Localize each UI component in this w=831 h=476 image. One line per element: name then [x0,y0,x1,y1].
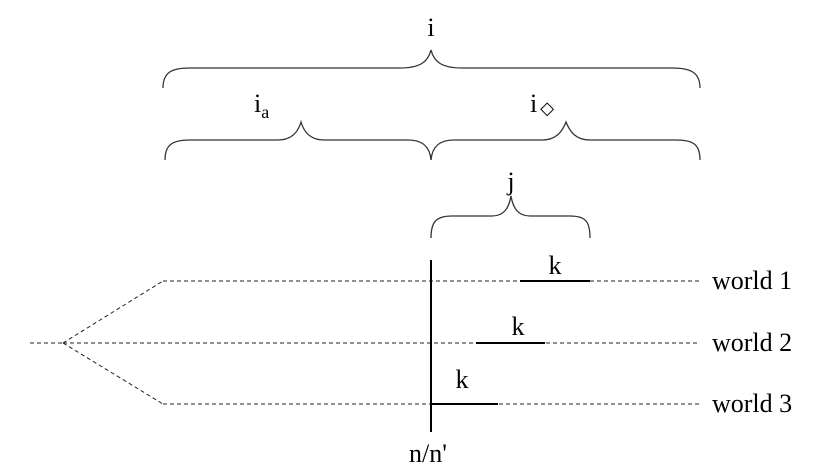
event-label-k-3: k [456,365,469,394]
label-i: i [427,13,434,42]
brace-i-a [164,119,432,161]
event-label-k-1: k [549,251,562,280]
brace-i-diamond [430,120,701,161]
world-label-2: world 2 [712,328,792,357]
world-label-1: world 1 [712,266,792,295]
world-label-3: world 3 [712,389,792,418]
branch-line-1 [62,280,164,344]
now-label: n/n' [409,439,447,468]
label-i-a: ia [254,89,269,122]
branch-line-3 [62,342,164,405]
label-i-diamond: i◇ [530,89,554,118]
brace-j [430,195,591,239]
label-j: j [506,167,514,196]
brace-i [162,49,701,89]
event-label-k-2: k [512,312,525,341]
